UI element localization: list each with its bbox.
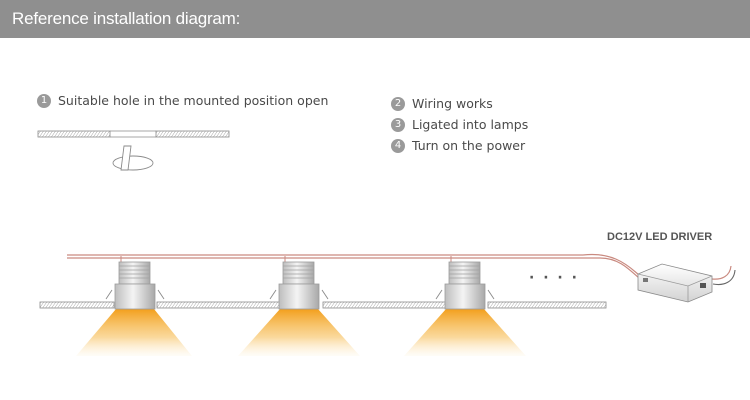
downlight-1 — [76, 256, 192, 356]
step-1-number: 1 — [37, 93, 51, 108]
step-4-text: Turn on the power — [412, 138, 526, 153]
step-4-number: 4 — [391, 138, 405, 153]
step-2: 2 Wiring works — [391, 96, 493, 111]
step-4: 4 Turn on the power — [391, 138, 525, 153]
wiring — [67, 253, 736, 286]
step-1: 1 Suitable hole in the mounted position … — [37, 93, 328, 108]
step-3-text: Ligated into lamps — [412, 117, 529, 132]
downlight-2 — [238, 256, 360, 356]
step-2-number: 2 — [391, 96, 405, 111]
downlight-3 — [404, 256, 526, 356]
step-2-text: Wiring works — [412, 96, 493, 111]
ceiling-board — [39, 301, 607, 309]
step-3-number: 3 — [391, 117, 405, 132]
header-bar: Reference installation diagram: — [0, 0, 750, 38]
led-driver — [637, 263, 713, 303]
continuation-dots: · · · · — [529, 270, 579, 286]
hole-cutting-illustration — [37, 130, 230, 171]
header-title: Reference installation diagram: — [12, 9, 241, 28]
step-1-text: Suitable hole in the mounted position op… — [58, 93, 329, 108]
led-driver-label: DC12V LED DRIVER — [607, 231, 713, 243]
step-3: 3 Ligated into lamps — [391, 117, 528, 132]
